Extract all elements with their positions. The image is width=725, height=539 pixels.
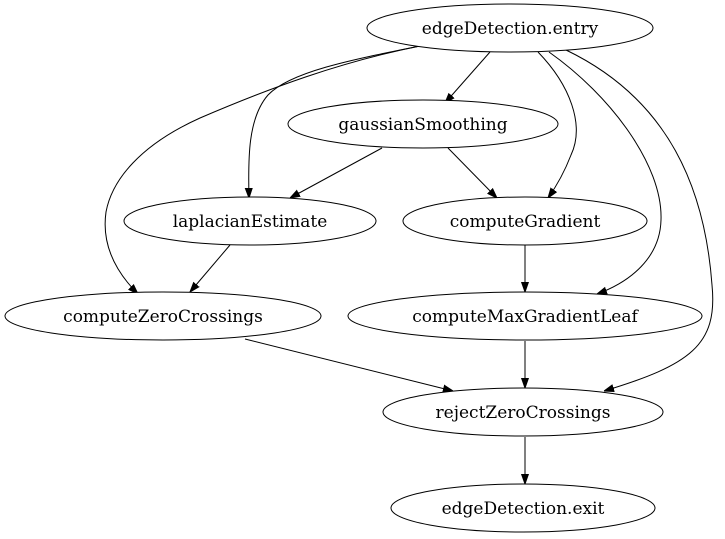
node-maxg: computeMaxGradientLeaf: [347, 291, 703, 341]
edge-entry-maxg: [548, 51, 662, 294]
node-label: computeZeroCrossings: [63, 307, 263, 327]
node-label: computeGradient: [450, 212, 601, 232]
node-lap: laplacianEstimate: [123, 196, 377, 246]
node-entry: edgeDetection.entry: [366, 3, 654, 53]
node-gauss: gaussianSmoothing: [287, 99, 559, 149]
edge-entry-zero: [104, 45, 421, 294]
node-label: laplacianEstimate: [173, 212, 328, 232]
edge-gauss-grad: [447, 147, 497, 198]
edge-entry-reject: [565, 49, 714, 391]
edge-entry-grad: [537, 51, 577, 198]
edge-entry-lap: [249, 45, 421, 198]
node-reject: rejectZeroCrossings: [382, 387, 664, 437]
edge-zero-reject: [244, 338, 453, 391]
node-label: edgeDetection.exit: [442, 499, 605, 519]
edges: [104, 45, 714, 484]
node-label: computeMaxGradientLeaf: [412, 307, 639, 327]
node-grad: computeGradient: [402, 196, 648, 246]
edge-lap-zero: [190, 244, 231, 292]
edge-gauss-lap: [290, 147, 383, 198]
node-label: rejectZeroCrossings: [436, 403, 611, 423]
node-zero: computeZeroCrossings: [4, 291, 322, 341]
node-exit: edgeDetection.exit: [390, 483, 656, 533]
edge-entry-gauss: [445, 51, 491, 103]
node-label: edgeDetection.entry: [422, 19, 599, 39]
node-label: gaussianSmoothing: [338, 115, 507, 135]
